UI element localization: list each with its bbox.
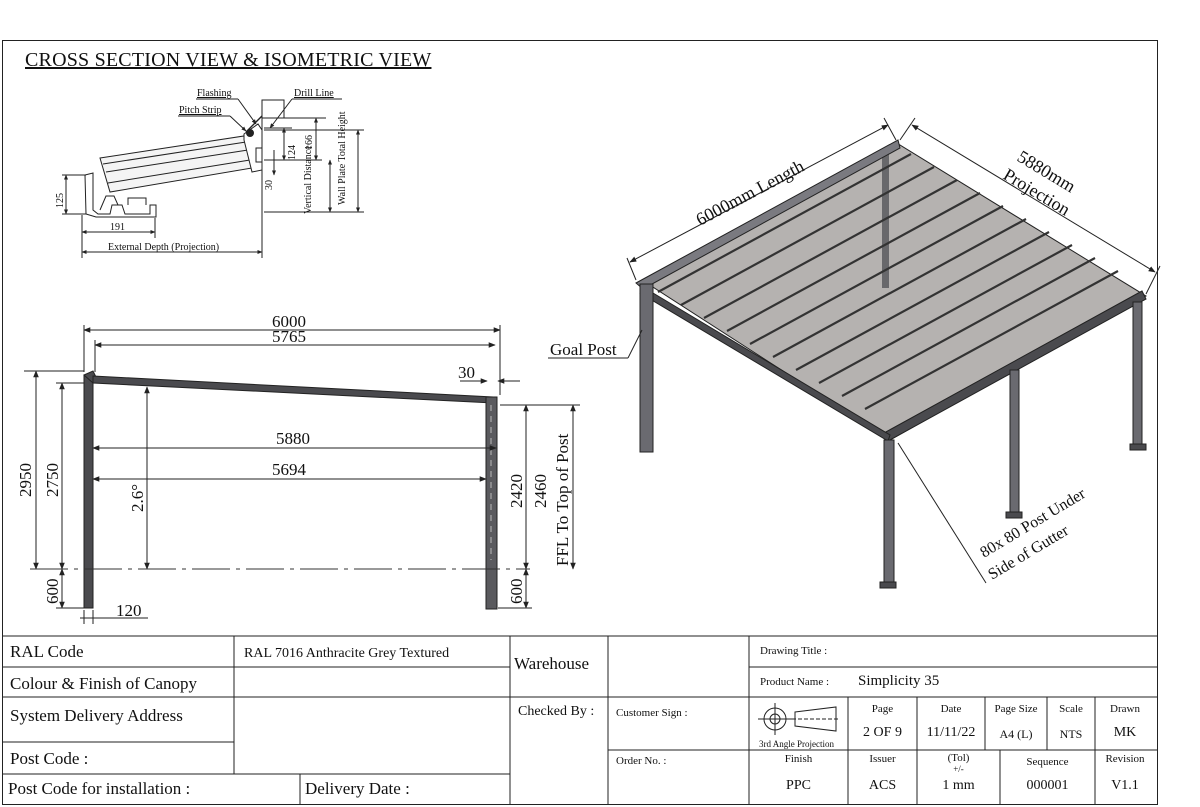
scale-label: Scale xyxy=(1059,703,1083,715)
drawing-sheet xyxy=(2,40,1158,805)
revision-label: Revision xyxy=(1105,753,1145,765)
date-value: 11/11/22 xyxy=(926,725,976,740)
colour-finish-label: Colour & Finish of Canopy xyxy=(10,674,198,693)
dim-5765: 5765 xyxy=(272,327,306,346)
ral-code-value: RAL 7016 Anthracite Grey Textured xyxy=(244,646,450,661)
side-elevation-labels: 6000 5765 30 5880 5694 2.6° 2950 2750 60… xyxy=(16,312,572,620)
label-wall-plate-total-height: Wall Plate Total Height xyxy=(337,111,348,205)
label-goal-post: Goal Post xyxy=(550,340,617,359)
dim-2460: 2460 xyxy=(531,474,550,508)
tol-value: 1 mm xyxy=(942,778,975,793)
dim-124: 124 xyxy=(287,145,298,160)
tol-label: (Tol) xyxy=(947,752,970,764)
product-name-value: Simplicity 35 xyxy=(858,673,940,689)
label-external-depth: External Depth (Projection) xyxy=(108,242,219,253)
label-vertical-distance-text: Vertical Distance xyxy=(303,145,314,214)
label-drill-line: Drill Line xyxy=(294,88,334,99)
third-angle-projection-icon xyxy=(758,703,840,735)
dim-30-section: 30 xyxy=(264,180,275,190)
side-elevation-view xyxy=(24,325,580,624)
dim-600-left: 600 xyxy=(43,579,62,605)
revision-value: V1.1 xyxy=(1111,778,1139,793)
page-label: Page xyxy=(871,703,894,715)
post-code-install-label: Post Code for installation : xyxy=(8,779,191,798)
ral-code-label: RAL Code xyxy=(10,642,84,661)
product-name-label: Product Name : xyxy=(760,676,830,688)
dim-120: 120 xyxy=(116,601,142,620)
label-wall-plate-text: Wall Plate Total Height xyxy=(337,111,348,205)
dim-2750: 2750 xyxy=(43,463,62,497)
sequence-value: 000001 xyxy=(1026,778,1069,793)
page-size-value: A4 (L) xyxy=(999,727,1033,741)
page-size-label: Page Size xyxy=(994,703,1038,715)
goal-post xyxy=(639,283,654,453)
label-ffl: FFL To Top of Post xyxy=(553,433,572,566)
label-pitch-strip: Pitch Strip xyxy=(179,105,222,116)
dim-5880: 5880 xyxy=(276,429,310,448)
front-post-3 xyxy=(1132,301,1143,451)
dim-5694: 5694 xyxy=(272,460,307,479)
dim-6000: 6000 xyxy=(272,312,306,331)
dim-30-side: 30 xyxy=(458,363,475,382)
drawing-title: CROSS SECTION VIEW & ISOMETRIC VIEW xyxy=(25,49,432,71)
delivery-address-label: System Delivery Address xyxy=(10,706,183,725)
drawn-value: MK xyxy=(1113,725,1137,740)
scale-value: NTS xyxy=(1059,727,1083,741)
finish-value: PPC xyxy=(786,778,811,793)
left-post xyxy=(83,374,94,609)
dim-125: 125 xyxy=(55,193,66,208)
gutter-profile xyxy=(84,172,157,218)
isometric-view xyxy=(548,117,1161,589)
dim-166: 166 xyxy=(304,135,315,150)
roof-beam xyxy=(92,375,494,404)
drawing-title-label: Drawing Title : xyxy=(760,645,828,657)
delivery-date-label: Delivery Date : xyxy=(305,779,410,798)
front-post-1 xyxy=(883,439,895,589)
warehouse-label: Warehouse xyxy=(514,654,590,673)
dim-2420: 2420 xyxy=(507,474,526,508)
cross-section-view xyxy=(62,98,364,258)
issuer-value: ACS xyxy=(868,778,897,793)
dim-angle: 2.6° xyxy=(128,484,147,512)
drawn-label: Drawn xyxy=(1110,703,1140,715)
title-block-grid xyxy=(2,635,1158,805)
dim-191: 191 xyxy=(110,222,125,233)
finish-label: Finish xyxy=(784,753,813,765)
dim-2950: 2950 xyxy=(16,463,35,497)
label-flashing: Flashing xyxy=(197,88,231,99)
label-vertical-distance: Vertical Distance xyxy=(303,145,314,214)
tol-sub: +/- xyxy=(953,764,964,774)
cross-section-labels: Flashing Pitch Strip Drill Line 124 166 … xyxy=(55,88,348,253)
pitch-strip-marker xyxy=(246,129,254,137)
issuer-label: Issuer xyxy=(869,753,896,765)
post-code-label: Post Code : xyxy=(10,749,89,768)
front-post-2 xyxy=(1009,369,1020,519)
order-no-label: Order No. : xyxy=(616,755,667,767)
sequence-label: Sequence xyxy=(1026,756,1069,768)
date-label: Date xyxy=(940,703,962,715)
right-post xyxy=(485,396,498,610)
customer-sign-label: Customer Sign : xyxy=(616,707,688,719)
page-value: 2 OF 9 xyxy=(863,725,902,740)
dim-600-right: 600 xyxy=(507,579,526,605)
projection-note: 3rd Angle Projection xyxy=(759,739,834,749)
checked-by-label: Checked By : xyxy=(518,704,595,719)
